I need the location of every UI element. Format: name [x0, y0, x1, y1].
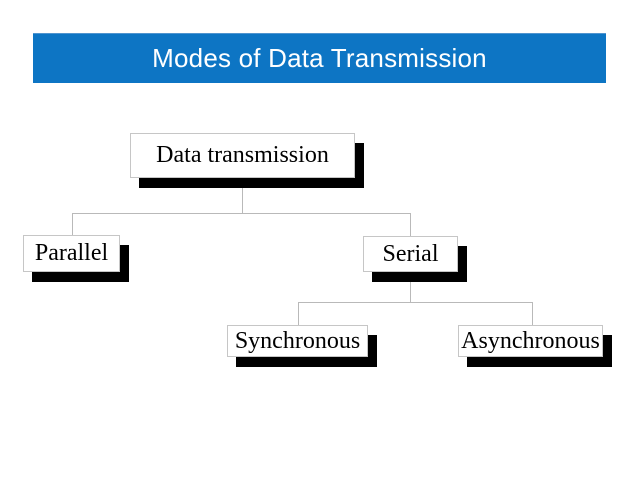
node-parallel-label: Parallel	[34, 240, 109, 266]
connector-serial-down	[410, 272, 411, 303]
title-bar: Modes of Data Transmission	[33, 33, 606, 83]
node-data-transmission: Data transmission	[130, 133, 355, 178]
slide-title: Modes of Data Transmission	[152, 43, 487, 73]
connector-level2-horizontal	[298, 302, 532, 303]
connector-to-parallel	[72, 213, 73, 236]
node-asynchronous: Asynchronous	[458, 325, 603, 357]
connector-to-synchronous	[298, 302, 299, 326]
connector-root-down	[242, 178, 243, 213]
node-serial-label: Serial	[382, 240, 439, 267]
node-synchronous-label: Synchronous	[234, 327, 361, 354]
connector-to-asynchronous	[532, 302, 533, 326]
node-serial: Serial	[363, 236, 458, 272]
connector-to-serial	[410, 213, 411, 237]
node-synchronous: Synchronous	[227, 325, 368, 357]
node-parallel: Parallel	[23, 235, 120, 272]
connector-level1-horizontal	[72, 213, 411, 214]
node-asynchronous-label: Asynchronous	[461, 327, 600, 354]
node-data-transmission-label: Data transmission	[156, 142, 329, 168]
